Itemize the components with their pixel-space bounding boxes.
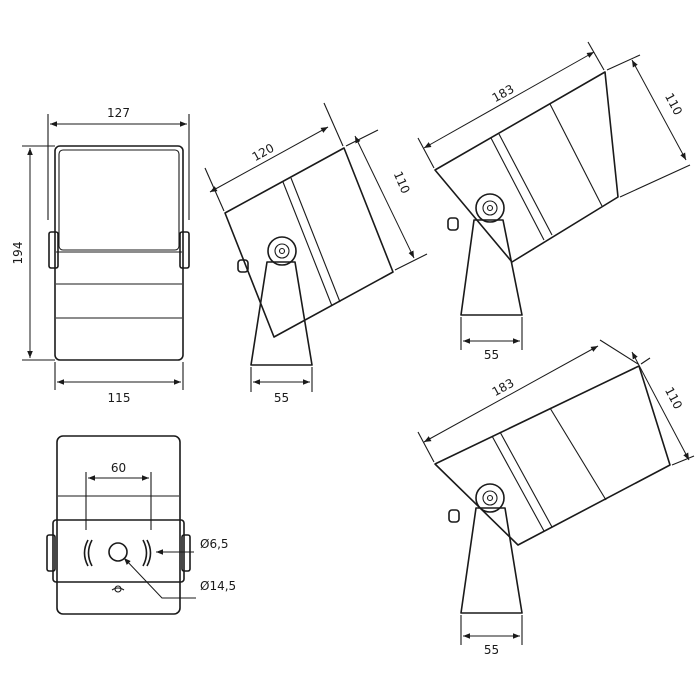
side-large-tilted-stand [460,219,523,316]
side-large-tilted-height-dimension [631,59,687,161]
side-small-length-label: 120 [250,141,277,164]
rear-slot-diameter-label: Ø6,5 [200,537,229,551]
rear-bracket-right [181,534,191,572]
front-bracket-right [179,231,190,269]
side-small-cable-gland [237,259,249,273]
rear-center-hole-leader [123,557,196,599]
side-large-tilted-length-dimension [423,51,595,149]
rear-housing [56,435,181,615]
side-large-tilted-base-label: 55 [484,348,499,362]
side-large-stand [460,507,523,614]
side-small-base-label: 55 [274,391,289,405]
side-small-stand [250,261,313,366]
side-view-small: 120 110 55 [204,102,428,405]
side-large-base-label: 55 [484,643,499,657]
front-lens-panel [58,149,180,251]
rear-center-hole [108,542,128,562]
side-large-tilted-length-label: 183 [490,82,517,105]
side-small-height-label: 110 [391,169,413,196]
side-small-housing [224,147,394,338]
side-large-height-label: 110 [662,385,685,412]
front-width-bottom-label: 115 [108,391,131,405]
side-large-housing [434,365,671,546]
rear-slot-right [146,539,152,567]
side-large-pivot-knob [475,483,505,513]
side-view-large: 183 110 55 [417,339,695,657]
side-view-large-tilted: 183 110 55 [417,41,691,362]
side-large-tilted-pivot-knob [475,193,505,223]
front-view: 127 194 115 [11,106,190,405]
side-large-tilted-housing [434,71,619,263]
side-large-cable-gland [448,509,460,523]
rear-mounting-plate [52,519,185,583]
side-large-tilted-cable-gland [447,217,459,231]
side-large-length-dimension [423,345,599,443]
front-bracket-left [48,231,59,269]
rear-center-hole-diameter-label: Ø14,5 [200,579,236,593]
front-width-top-label: 127 [107,106,130,120]
side-large-length-label: 183 [490,376,517,399]
side-small-length-dimension [209,126,329,193]
side-large-height-dimension [631,351,690,461]
front-housing [54,145,184,361]
rear-hole-spacing-label: 60 [111,461,126,475]
side-large-tilted-height-label: 110 [662,91,685,118]
rear-slot-left [83,539,89,567]
rear-view: 60 Ø6,5 Ø14,5 [46,435,236,615]
rear-bracket-left [46,534,56,572]
side-small-pivot-knob [267,236,297,266]
front-height-label: 194 [11,242,25,265]
side-small-height-dimension [354,135,415,259]
